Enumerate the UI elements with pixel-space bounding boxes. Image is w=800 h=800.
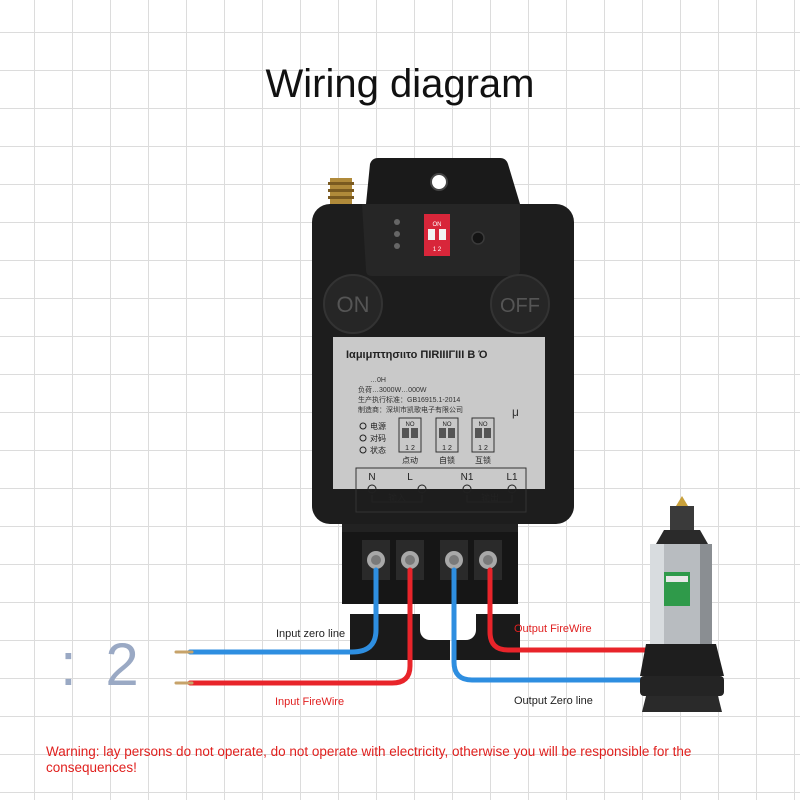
spec-line-1: …0H: [370, 377, 386, 384]
mode-self-lock: NO 1 2 自锁: [435, 417, 459, 465]
led-status: [394, 243, 400, 249]
on-button[interactable]: ON: [323, 274, 383, 334]
legend-status: 状态: [370, 445, 386, 455]
mu-symbol: μ: [512, 405, 519, 419]
dip-num-label: 1 2: [433, 247, 442, 253]
mode-momentary: NO 1 2 点动: [398, 417, 422, 465]
term-label-l: L: [407, 472, 413, 483]
terminal-screw: [474, 540, 502, 580]
off-button[interactable]: OFF: [490, 274, 550, 334]
pair-button[interactable]: [471, 231, 485, 245]
legend-pair: 对码: [370, 433, 386, 443]
dip-switch[interactable]: ON 1 2: [424, 214, 450, 256]
legend-power: 电源: [370, 421, 386, 431]
terminal-screw: [362, 540, 390, 580]
on-button-label: ON: [337, 292, 370, 317]
mode-name-label: 自锁: [439, 455, 455, 465]
mode-num-label: 1 2: [478, 445, 488, 452]
label-input-firewire: Input FireWire: [275, 696, 345, 708]
mode-num-label: 1 2: [442, 445, 452, 452]
mode-interlock: NO 1 2 互锁: [471, 417, 495, 465]
mode-num-label: 1 2: [405, 445, 415, 452]
wire-input-live: [187, 567, 413, 686]
mode-name-label: 点动: [402, 455, 418, 465]
wire-output-neutral: [451, 567, 663, 683]
antenna: [328, 178, 354, 206]
submersible-pump: [640, 496, 724, 712]
label-output-zero-line: Output Zero line: [514, 695, 593, 707]
dip-on-label: ON: [433, 222, 442, 228]
spec-line-2: 负荷…3000W…000W: [358, 385, 427, 394]
input-label: 输入: [388, 492, 406, 503]
wire-output-live: [487, 567, 667, 653]
mount-hole: [430, 173, 448, 191]
spec-line-3: 生产执行标准：GB16915.1-2014: [358, 395, 460, 404]
term-label-n1: N1: [461, 472, 474, 483]
mode-no-label: NO: [479, 422, 488, 428]
term-label-n: N: [368, 472, 375, 483]
label-input-zero-line: Input zero line: [276, 628, 346, 640]
mode-no-label: NO: [406, 422, 415, 428]
output-label: 输出: [481, 492, 499, 503]
wires: [174, 567, 667, 686]
wire-input-neutral: [187, 567, 379, 655]
terminal-block: [342, 524, 520, 660]
led-power: [394, 219, 400, 225]
spec-line-4: 制造商：深圳市凯歌电子有限公司: [358, 405, 463, 414]
off-button-label: OFF: [500, 295, 540, 317]
term-label-l1: L1: [506, 472, 518, 483]
ratio-text: : 2: [60, 631, 145, 698]
mode-name-label: 互锁: [475, 455, 491, 465]
label-output-firewire: Output FireWire: [514, 623, 592, 635]
led-pair: [394, 231, 400, 237]
mode-no-label: NO: [443, 422, 452, 428]
warning-text: Warning: lay persons do not operate, do …: [46, 744, 692, 775]
model-label: Ιαμιμπτησιιτο ΠΙRΙΙΙΓΙΙΙ Β Ό: [346, 349, 487, 361]
page-title: Wiring diagram: [265, 62, 535, 106]
spec-label: Ιαμιμπτησιιτο ΠΙRΙΙΙΓΙΙΙ Β Ό …0H 负荷…3000…: [333, 337, 545, 513]
